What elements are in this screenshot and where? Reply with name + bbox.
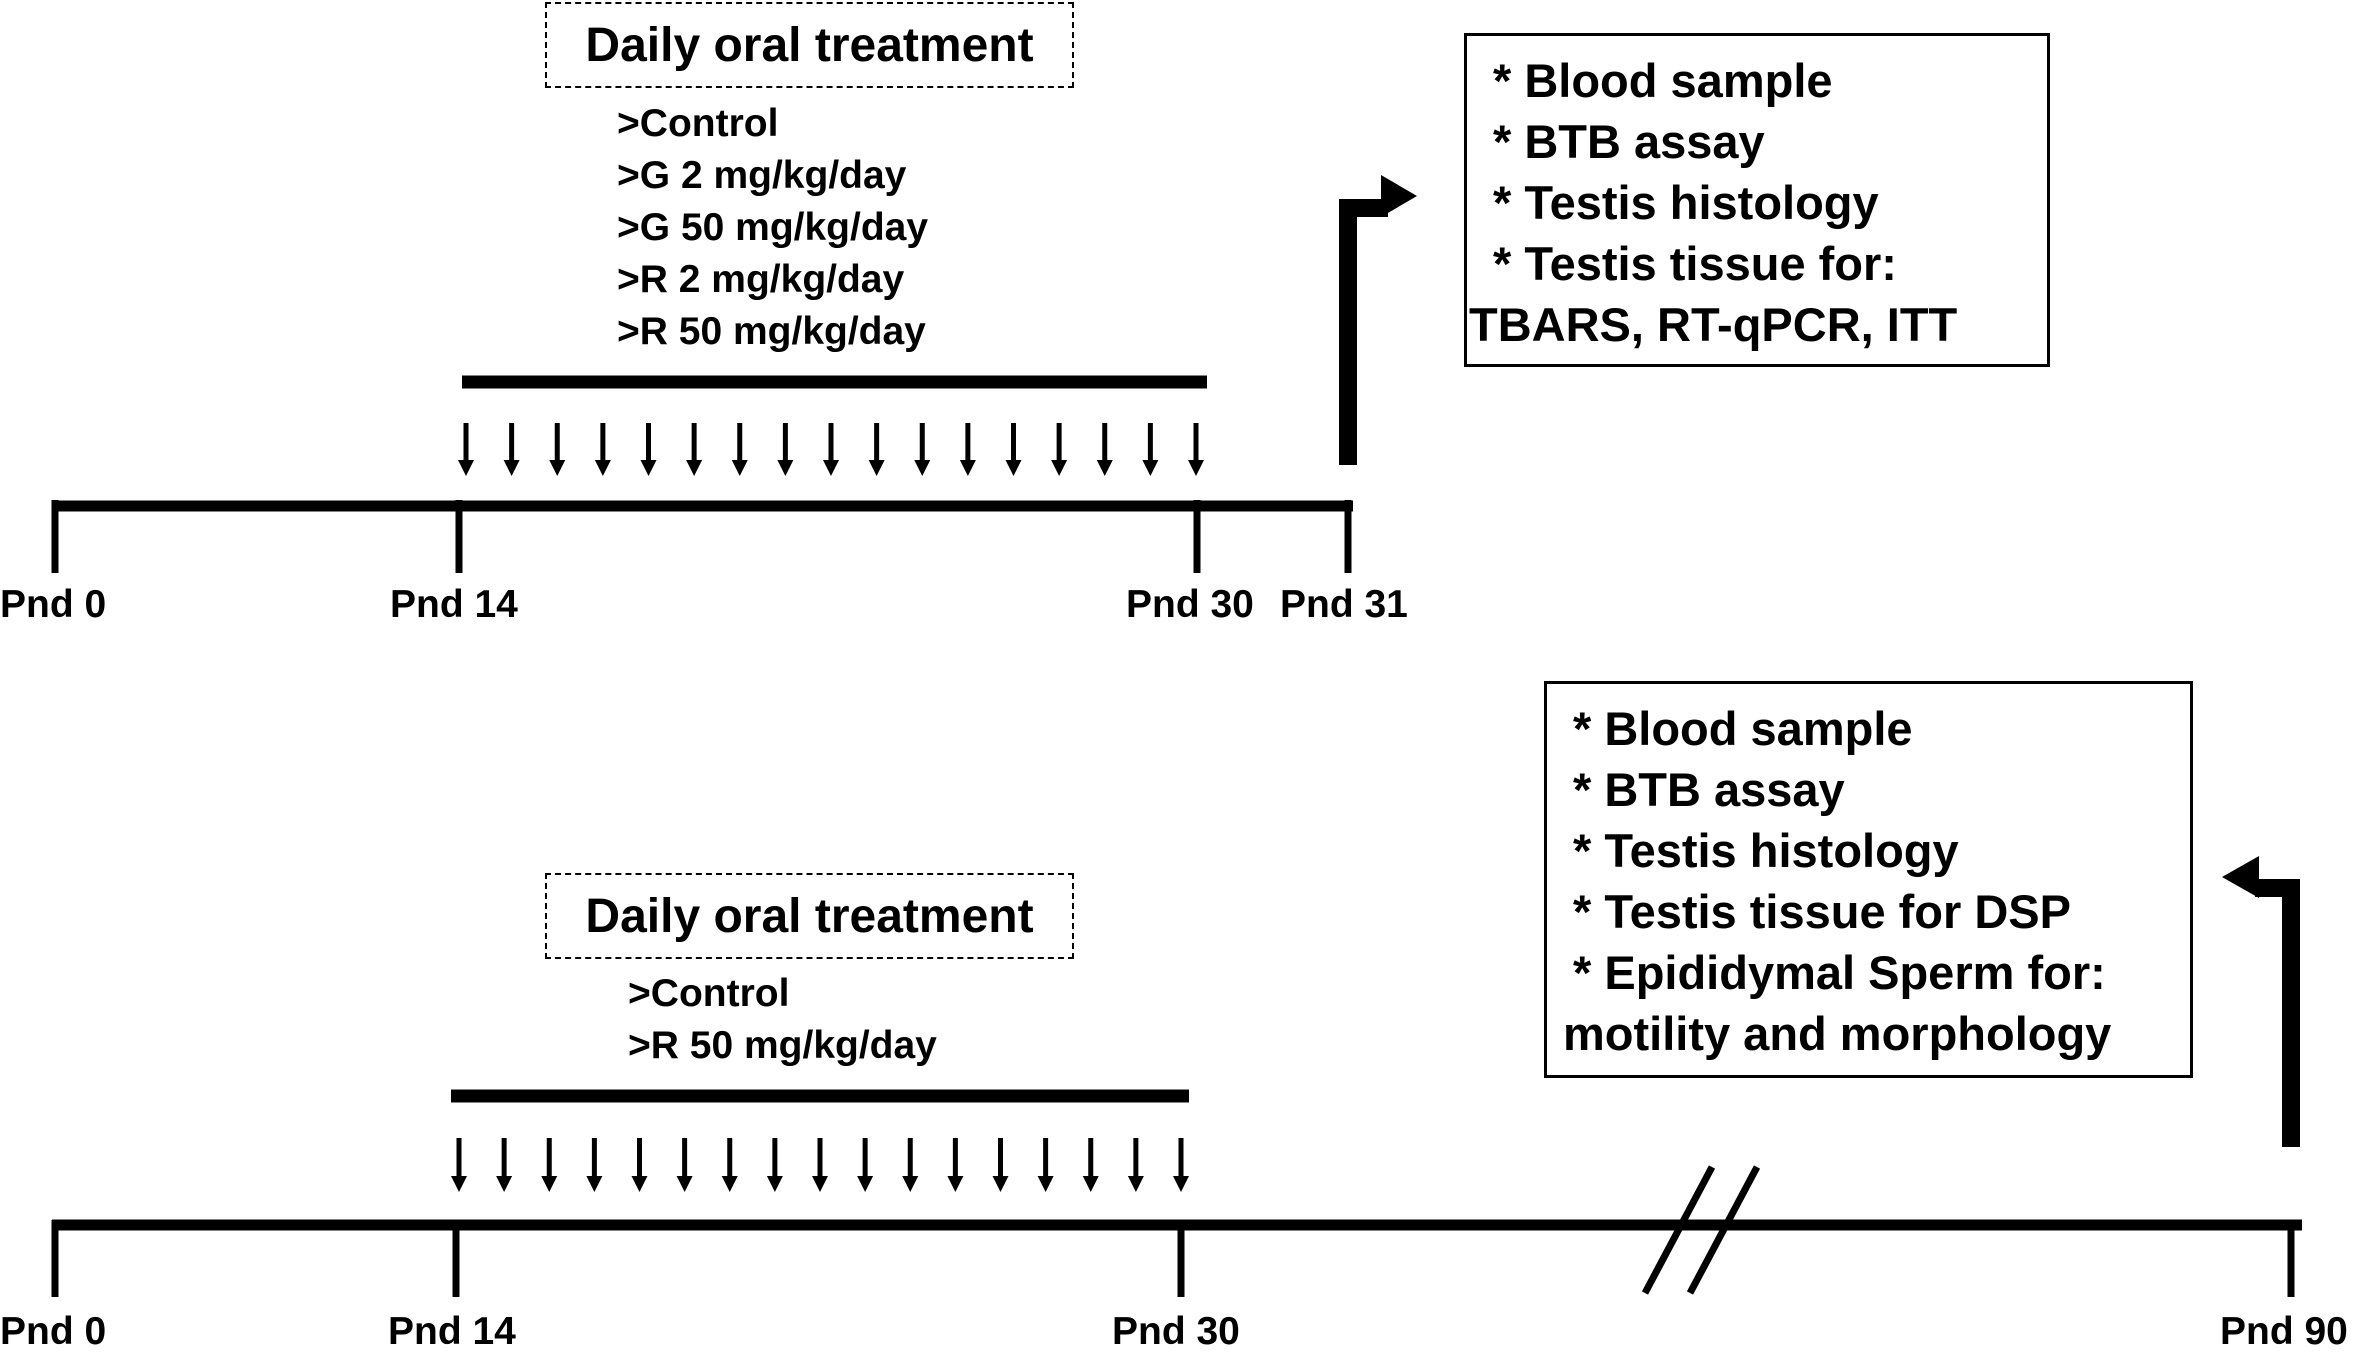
dose-arrow <box>721 1138 738 1192</box>
dose-arrow <box>503 423 520 476</box>
tick-label-pnd0: Pnd 0 <box>0 1310 107 1353</box>
tick-label-pnd31: Pnd 31 <box>1280 583 1408 626</box>
dose-arrow <box>458 423 474 476</box>
dosing-arrows <box>451 1138 1189 1192</box>
analysis-item: * Blood sample <box>1573 702 1913 755</box>
tick-label-pnd0: Pnd 0 <box>0 583 107 626</box>
tick-label-pnd90: Pnd 90 <box>2220 1310 2348 1353</box>
dose-arrow <box>686 423 703 476</box>
group-label: >R 50 mg/kg/day <box>617 310 926 353</box>
dose-arrow <box>1142 423 1159 476</box>
analysis-item: * Epididymal Sperm for: <box>1573 946 2106 999</box>
dose-arrow <box>959 423 976 476</box>
dose-arrow <box>1096 423 1113 476</box>
tick-label-pnd14: Pnd 14 <box>388 1310 516 1353</box>
analysis-item: * BTB assay <box>1493 115 1765 168</box>
dose-arrow <box>631 1138 648 1192</box>
sampling-arrow <box>2222 856 2300 1147</box>
dose-arrow <box>1188 423 1204 476</box>
dose-arrow <box>549 423 566 476</box>
dose-arrow <box>868 423 885 476</box>
dose-arrow <box>992 1138 1009 1192</box>
dose-arrow <box>1082 1138 1099 1192</box>
group-label: >Control <box>617 102 779 145</box>
analysis-item: * Testis tissue for: <box>1493 237 1897 290</box>
dose-arrow <box>586 1138 603 1192</box>
dose-arrow <box>1037 1138 1054 1192</box>
panel-2-timeline <box>51 856 2302 1297</box>
treatment-title-box: Daily oral treatment <box>545 2 1074 88</box>
dose-arrow <box>766 1138 783 1192</box>
dose-arrow <box>1173 1138 1189 1192</box>
dose-arrow <box>676 1138 693 1192</box>
analyses-box: * Blood sample * BTB assay * Testis hist… <box>1464 33 2050 367</box>
dose-arrow <box>1051 423 1068 476</box>
treatment-title: Daily oral treatment <box>585 889 1034 943</box>
sampling-arrow <box>1339 175 1417 465</box>
panel-1-timeline <box>51 175 1417 573</box>
analysis-item: TBARS, RT-qPCR, ITT <box>1469 298 1958 351</box>
tick-label-pnd30: Pnd 30 <box>1112 1310 1240 1353</box>
dose-arrow <box>902 1138 919 1192</box>
dose-arrow <box>541 1138 558 1192</box>
tick-label-pnd14: Pnd 14 <box>390 583 518 626</box>
analysis-item: * BTB assay <box>1573 763 1845 816</box>
analyses-box: * Blood sample * BTB assay * Testis hist… <box>1544 681 2193 1078</box>
dose-arrow <box>640 423 657 476</box>
dose-arrow <box>947 1138 964 1192</box>
dose-arrow <box>451 1138 467 1192</box>
group-label: >Control <box>628 972 790 1015</box>
analysis-item: motility and morphology <box>1563 1007 2112 1060</box>
treatment-groups: >Control >R 50 mg/kg/day <box>628 968 937 1072</box>
dose-arrow <box>914 423 931 476</box>
analysis-item: * Blood sample <box>1493 54 1833 107</box>
dose-arrow <box>731 423 748 476</box>
dose-arrow <box>1127 1138 1144 1192</box>
dose-arrow <box>812 1138 828 1192</box>
axis-break-mark <box>1641 1165 1761 1295</box>
dose-arrow <box>594 423 611 476</box>
group-label: >R 2 mg/kg/day <box>617 258 905 301</box>
group-label: >R 50 mg/kg/day <box>628 1024 937 1067</box>
treatment-title-box: Daily oral treatment <box>545 873 1074 959</box>
dose-arrow <box>496 1138 513 1192</box>
treatment-groups: >Control >G 2 mg/kg/day >G 50 mg/kg/day … <box>617 98 928 358</box>
dose-arrow <box>857 1138 874 1192</box>
group-label: >G 50 mg/kg/day <box>617 206 929 249</box>
dose-arrow <box>1005 423 1022 476</box>
treatment-title: Daily oral treatment <box>585 18 1034 72</box>
analysis-item: * Testis histology <box>1493 176 1879 229</box>
dosing-arrows <box>458 423 1204 476</box>
group-label: >G 2 mg/kg/day <box>617 154 907 197</box>
analysis-item: * Testis tissue for DSP <box>1573 885 2071 938</box>
dose-arrow <box>777 423 794 476</box>
analysis-item: * Testis histology <box>1573 824 1959 877</box>
tick-label-pnd30: Pnd 30 <box>1126 583 1254 626</box>
dose-arrow <box>823 423 839 476</box>
